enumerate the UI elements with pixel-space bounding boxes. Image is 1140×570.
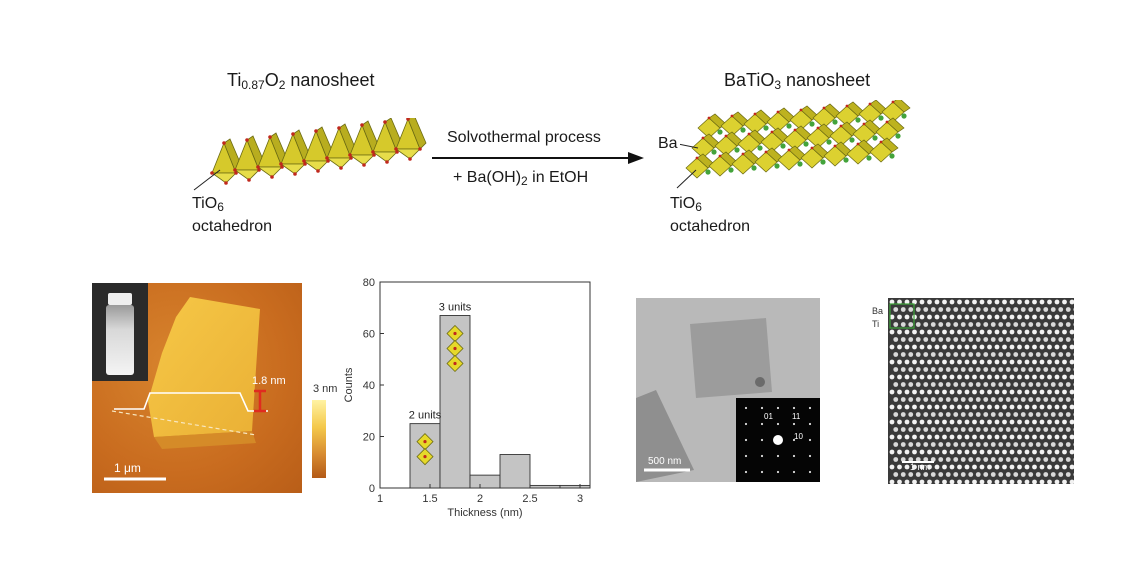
diff-label-01: 01 xyxy=(764,412,773,421)
x-tick-label-3: 2.5 xyxy=(522,493,537,505)
hrtem-ti-label: Ti xyxy=(872,319,880,329)
tem-image: 500 nm 01 11 10 xyxy=(636,298,820,482)
y-tick-label-1: 20 xyxy=(363,432,375,444)
batio3-nanosheet-illustration xyxy=(680,100,911,179)
afm-scale-label: 1 μm xyxy=(114,461,141,475)
y-tick-label-2: 40 xyxy=(363,380,375,392)
left-title: Ti0.87O2 nanosheet xyxy=(227,70,375,92)
x-tick-label-4: 3 xyxy=(577,493,583,505)
afm-colorbar xyxy=(312,400,326,478)
hist-annotation-0: 2 units xyxy=(409,410,442,422)
afm-image: 1.8 nm 1 μm xyxy=(92,283,302,493)
afm-height-label: 1.8 nm xyxy=(252,375,286,387)
arrow-top-label: Solvothermal process xyxy=(447,129,601,146)
hist-bar-4 xyxy=(529,484,561,489)
hrtem-ba-label: Ba xyxy=(872,306,884,316)
hist-bar-3 xyxy=(499,454,531,489)
reaction-arrow-icon xyxy=(432,152,644,164)
tem-scale-label: 500 nm xyxy=(648,456,682,467)
x-tick-label-0: 1 xyxy=(377,493,383,505)
hist-bar-2 xyxy=(469,474,501,489)
tio2-nanosheet-illustration xyxy=(210,118,427,185)
y-axis-label: Counts xyxy=(343,367,355,402)
y-tick-label-0: 0 xyxy=(369,483,375,495)
hrtem-lattice-image: 1 nm xyxy=(888,298,1074,484)
vial-photo-inset xyxy=(92,283,148,381)
right-title: BaTiO3 nanosheet xyxy=(724,70,871,92)
right-pointer-line xyxy=(676,169,697,189)
arrow-bottom-label: + Ba(OH)2 in EtOH xyxy=(453,169,589,188)
diff-label-11: 11 xyxy=(792,412,801,421)
y-tick-label-4: 80 xyxy=(363,277,375,289)
hist-bar-5 xyxy=(559,484,591,489)
x-axis-label: Thickness (nm) xyxy=(447,507,522,519)
hrtem-scale-label: 1 nm xyxy=(910,462,931,472)
diff-label-10: 10 xyxy=(794,432,803,441)
hist-annotation-1: 3 units xyxy=(439,301,472,313)
y-tick-label-3: 60 xyxy=(363,329,375,341)
afm-colorbar-label: 3 nm xyxy=(313,383,338,395)
x-tick-label-2: 2 xyxy=(477,493,483,505)
ba-label: Ba xyxy=(658,135,678,152)
left-unit-label: TiO6 octahedron xyxy=(192,195,273,235)
diffraction-inset: 01 11 10 xyxy=(736,398,820,482)
x-tick-label-1: 1.5 xyxy=(422,493,437,505)
left-pointer-line xyxy=(193,169,221,191)
right-unit-label: TiO6 octahedron xyxy=(670,195,751,235)
